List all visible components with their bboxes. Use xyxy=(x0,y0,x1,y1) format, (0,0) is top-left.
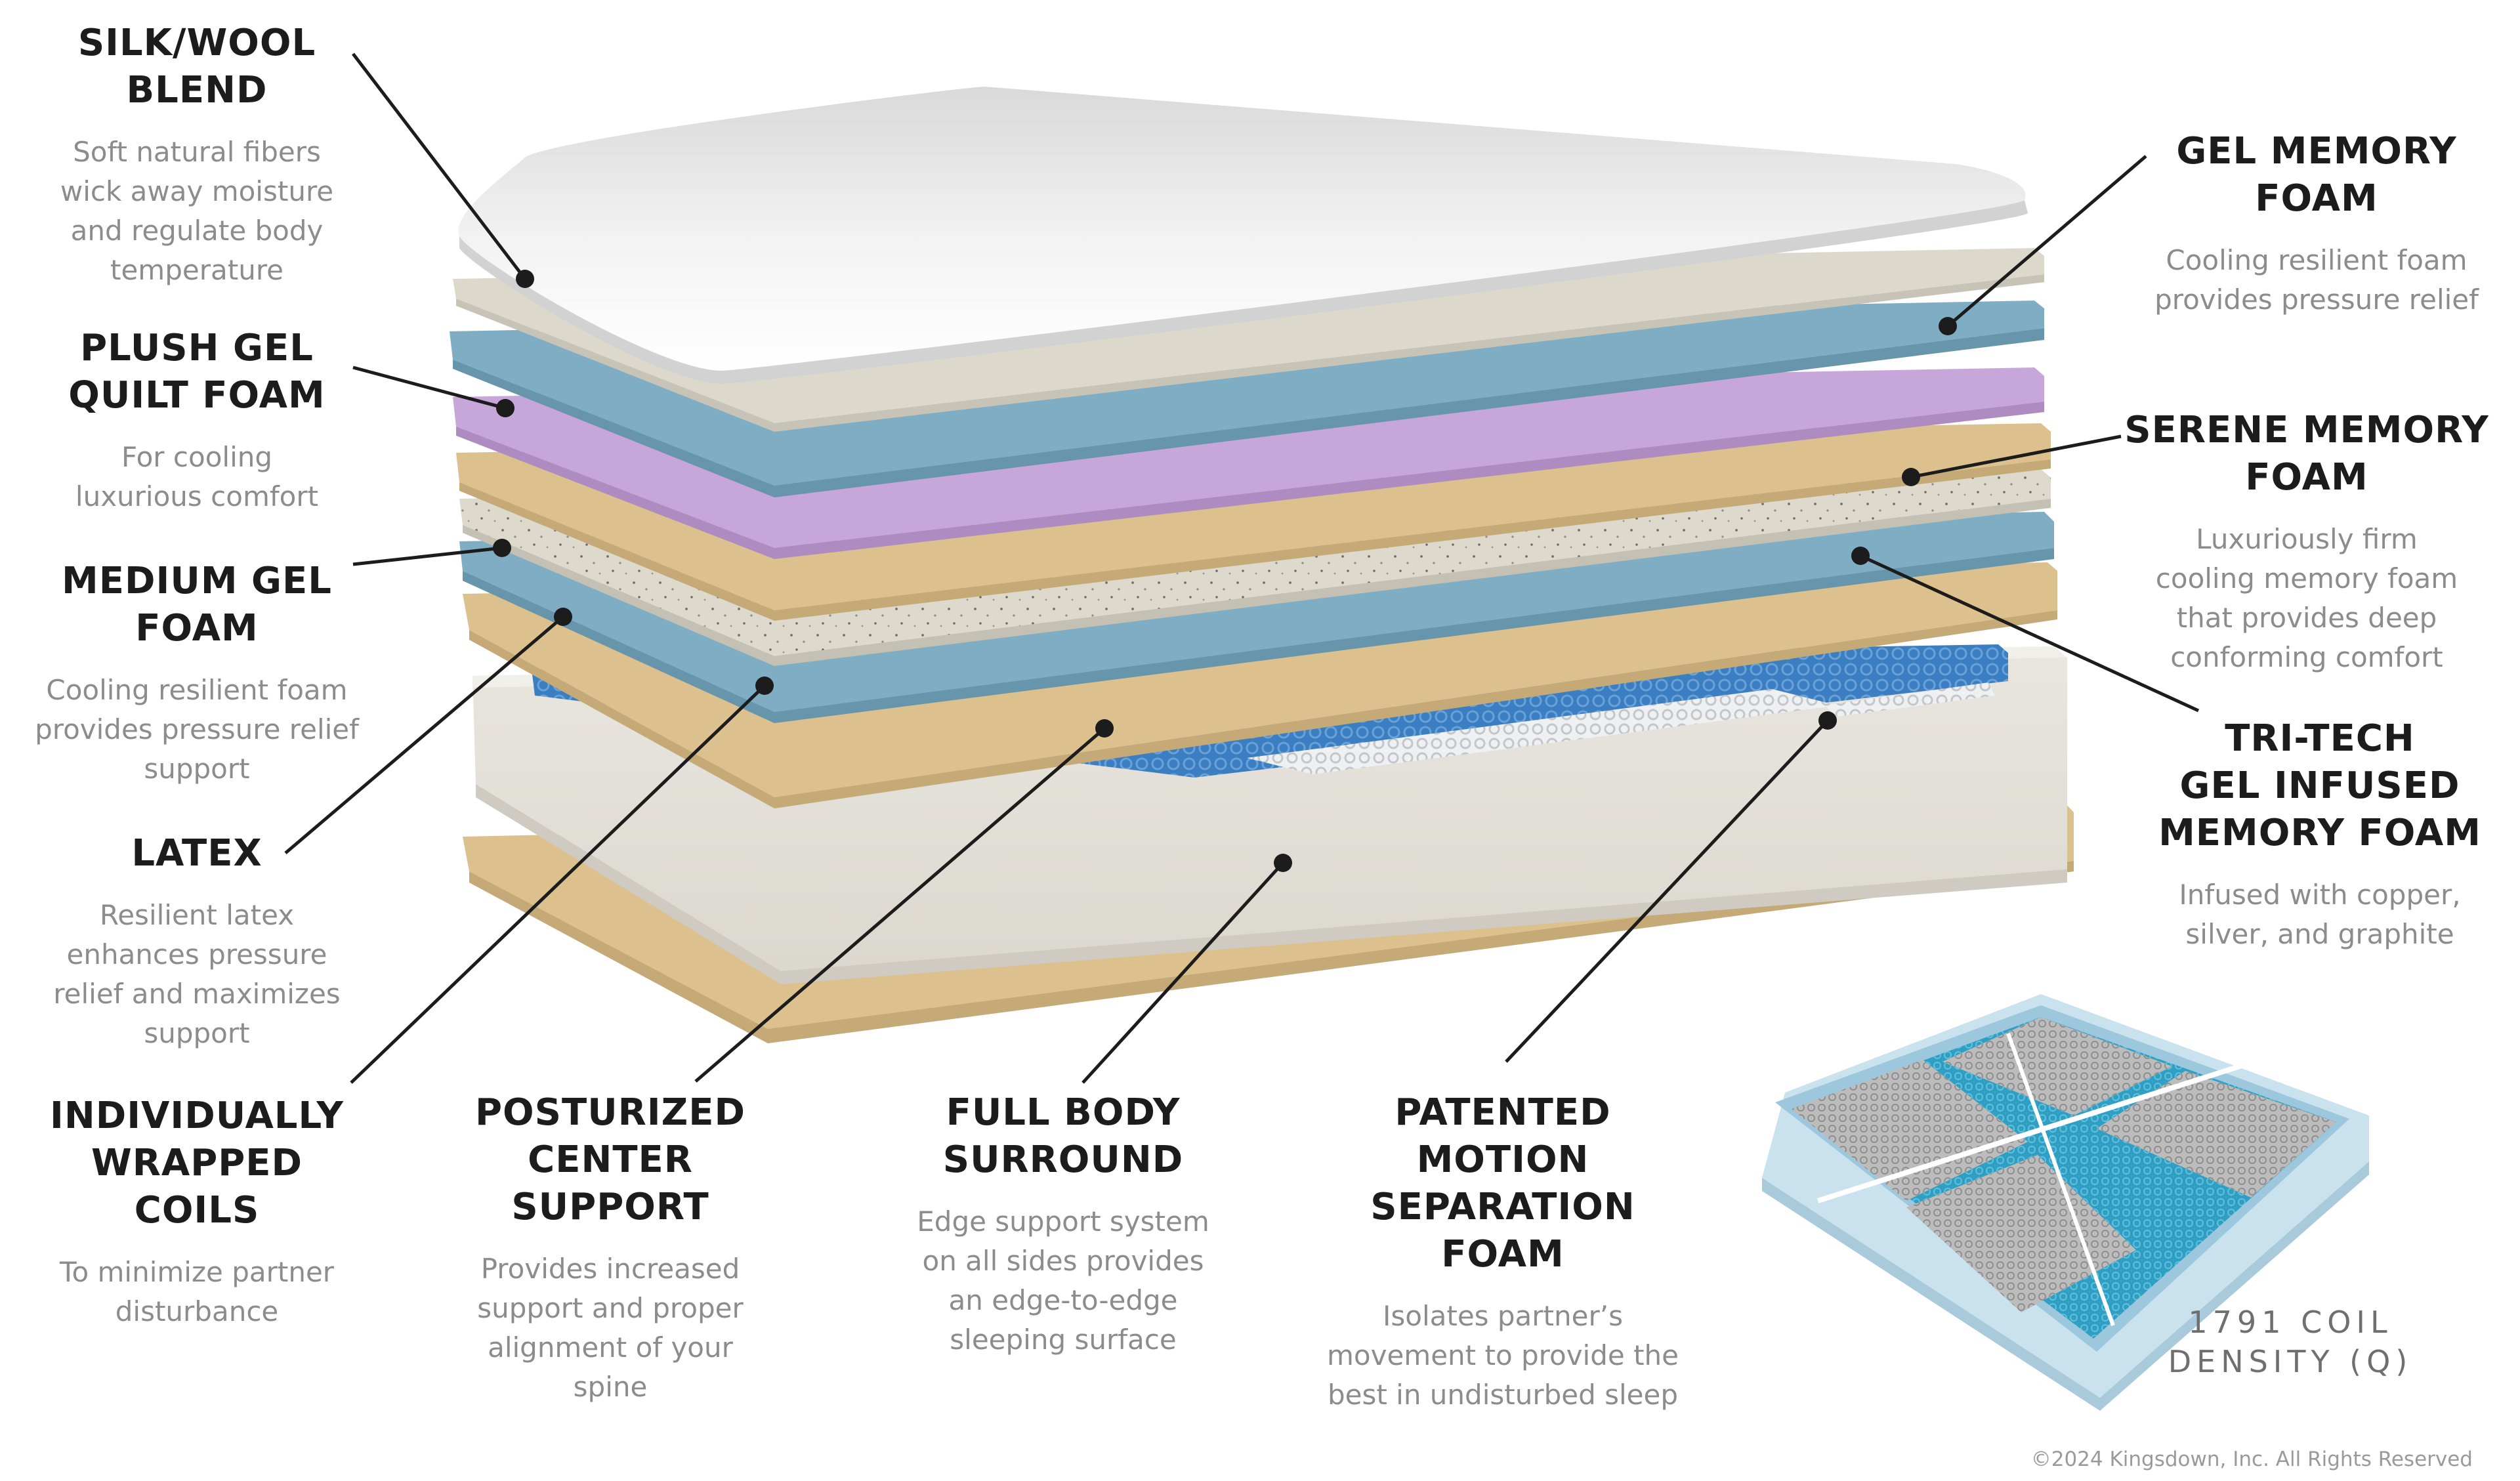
leader-full-body xyxy=(1082,862,1284,1084)
label-title: PATENTED MOTION SEPARATION FOAM xyxy=(1370,1091,1635,1276)
label-latex: LATEX Resilient latex enhances pressure … xyxy=(0,830,394,1053)
label-coils: INDIVIDUALLY WRAPPED COILS To minimize p… xyxy=(0,1093,394,1331)
leader-serene xyxy=(1910,434,2122,479)
label-desc: Cooling resilient foam provides pressure… xyxy=(2154,244,2479,316)
leader-plush-gel xyxy=(352,365,506,410)
label-title: PLUSH GEL QUILT FOAM xyxy=(68,327,326,417)
label-silk-wool: SILK/WOOL BLEND Soft natural fibers wick… xyxy=(0,20,394,290)
label-title: POSTURIZED CENTER SUPPORT xyxy=(475,1091,746,1228)
label-motion: PATENTED MOTION SEPARATION FOAM Isolates… xyxy=(1286,1089,1719,1415)
leader-lines xyxy=(284,52,2200,1084)
label-serene: SERENE MEMORY FOAM Luxuriously firm cool… xyxy=(2093,407,2520,677)
label-desc: To minimize partner disturbance xyxy=(59,1256,335,1327)
leader-posturized xyxy=(694,727,1106,1083)
leader-silk-wool xyxy=(352,52,526,280)
leader-latex xyxy=(284,615,564,854)
label-medium-gel: MEDIUM GEL FOAM Cooling resilient foam p… xyxy=(0,558,394,789)
label-gel-memory: GEL MEMORY FOAM Cooling resilient foam p… xyxy=(2113,128,2520,320)
label-desc: Provides increased support and proper al… xyxy=(477,1253,744,1403)
dot-latex xyxy=(554,608,572,626)
leader-dots xyxy=(493,270,1957,872)
leader-motion xyxy=(1505,719,1829,1063)
label-desc: Luxuriously firm cooling memory foam tha… xyxy=(2155,523,2458,673)
label-desc: Isolates partner’s movement to provide t… xyxy=(1326,1300,1679,1411)
label-title: TRI-TECH GEL INFUSED MEMORY FOAM xyxy=(2158,717,2481,854)
label-desc: Cooling resilient foam provides pressure… xyxy=(35,674,359,785)
label-plush-gel: PLUSH GEL QUILT FOAM For cooling luxurio… xyxy=(0,325,394,516)
leader-medium-gel xyxy=(352,546,503,566)
label-title: SILK/WOOL BLEND xyxy=(77,22,316,112)
label-title: LATEX xyxy=(131,832,262,875)
coil-density-caption: 1791 COIL DENSITY (Q) xyxy=(2168,1304,2413,1379)
label-desc: For cooling luxurious comfort xyxy=(75,441,319,512)
label-desc: Resilient latex enhances pressure relief… xyxy=(53,899,341,1049)
dot-gel-memory xyxy=(1939,317,1957,335)
dot-coils xyxy=(755,677,774,695)
dot-serene xyxy=(1902,468,1920,486)
pillow-top-layer xyxy=(458,87,2028,384)
dot-medium-gel xyxy=(493,539,511,557)
label-title: FULL BODY SURROUND xyxy=(942,1091,1184,1181)
dot-silk-wool xyxy=(516,270,534,288)
leader-coils xyxy=(350,684,766,1084)
label-desc: Infused with copper, silver, and graphit… xyxy=(2179,879,2461,950)
dot-posturized xyxy=(1095,719,1114,738)
dot-tri-tech xyxy=(1851,547,1870,565)
label-title: INDIVIDUALLY WRAPPED COILS xyxy=(50,1095,344,1232)
label-title: MEDIUM GEL FOAM xyxy=(62,560,332,650)
label-title: SERENE MEMORY FOAM xyxy=(2124,409,2489,499)
leader-tri-tech xyxy=(1859,554,2200,713)
dot-full-body xyxy=(1274,854,1292,872)
dot-motion xyxy=(1818,711,1837,730)
label-desc: Edge support system on all sides provide… xyxy=(917,1205,1209,1356)
label-tri-tech: TRI-TECH GEL INFUSED MEMORY FOAM Infused… xyxy=(2120,715,2520,954)
label-title: GEL MEMORY FOAM xyxy=(2176,130,2457,220)
label-posturized: POSTURIZED CENTER SUPPORT Provides incre… xyxy=(427,1089,794,1407)
dot-plush-gel xyxy=(496,399,514,417)
label-desc: Soft natural fibers wick away moisture a… xyxy=(60,136,334,286)
copyright-notice: ©2024 Kingsdown, Inc. All Rights Reserve… xyxy=(2030,1448,2473,1471)
label-full-body: FULL BODY SURROUND Edge support system o… xyxy=(866,1089,1260,1360)
leader-gel-memory xyxy=(1946,155,2147,327)
coil-density-illustration xyxy=(1762,994,2369,1411)
